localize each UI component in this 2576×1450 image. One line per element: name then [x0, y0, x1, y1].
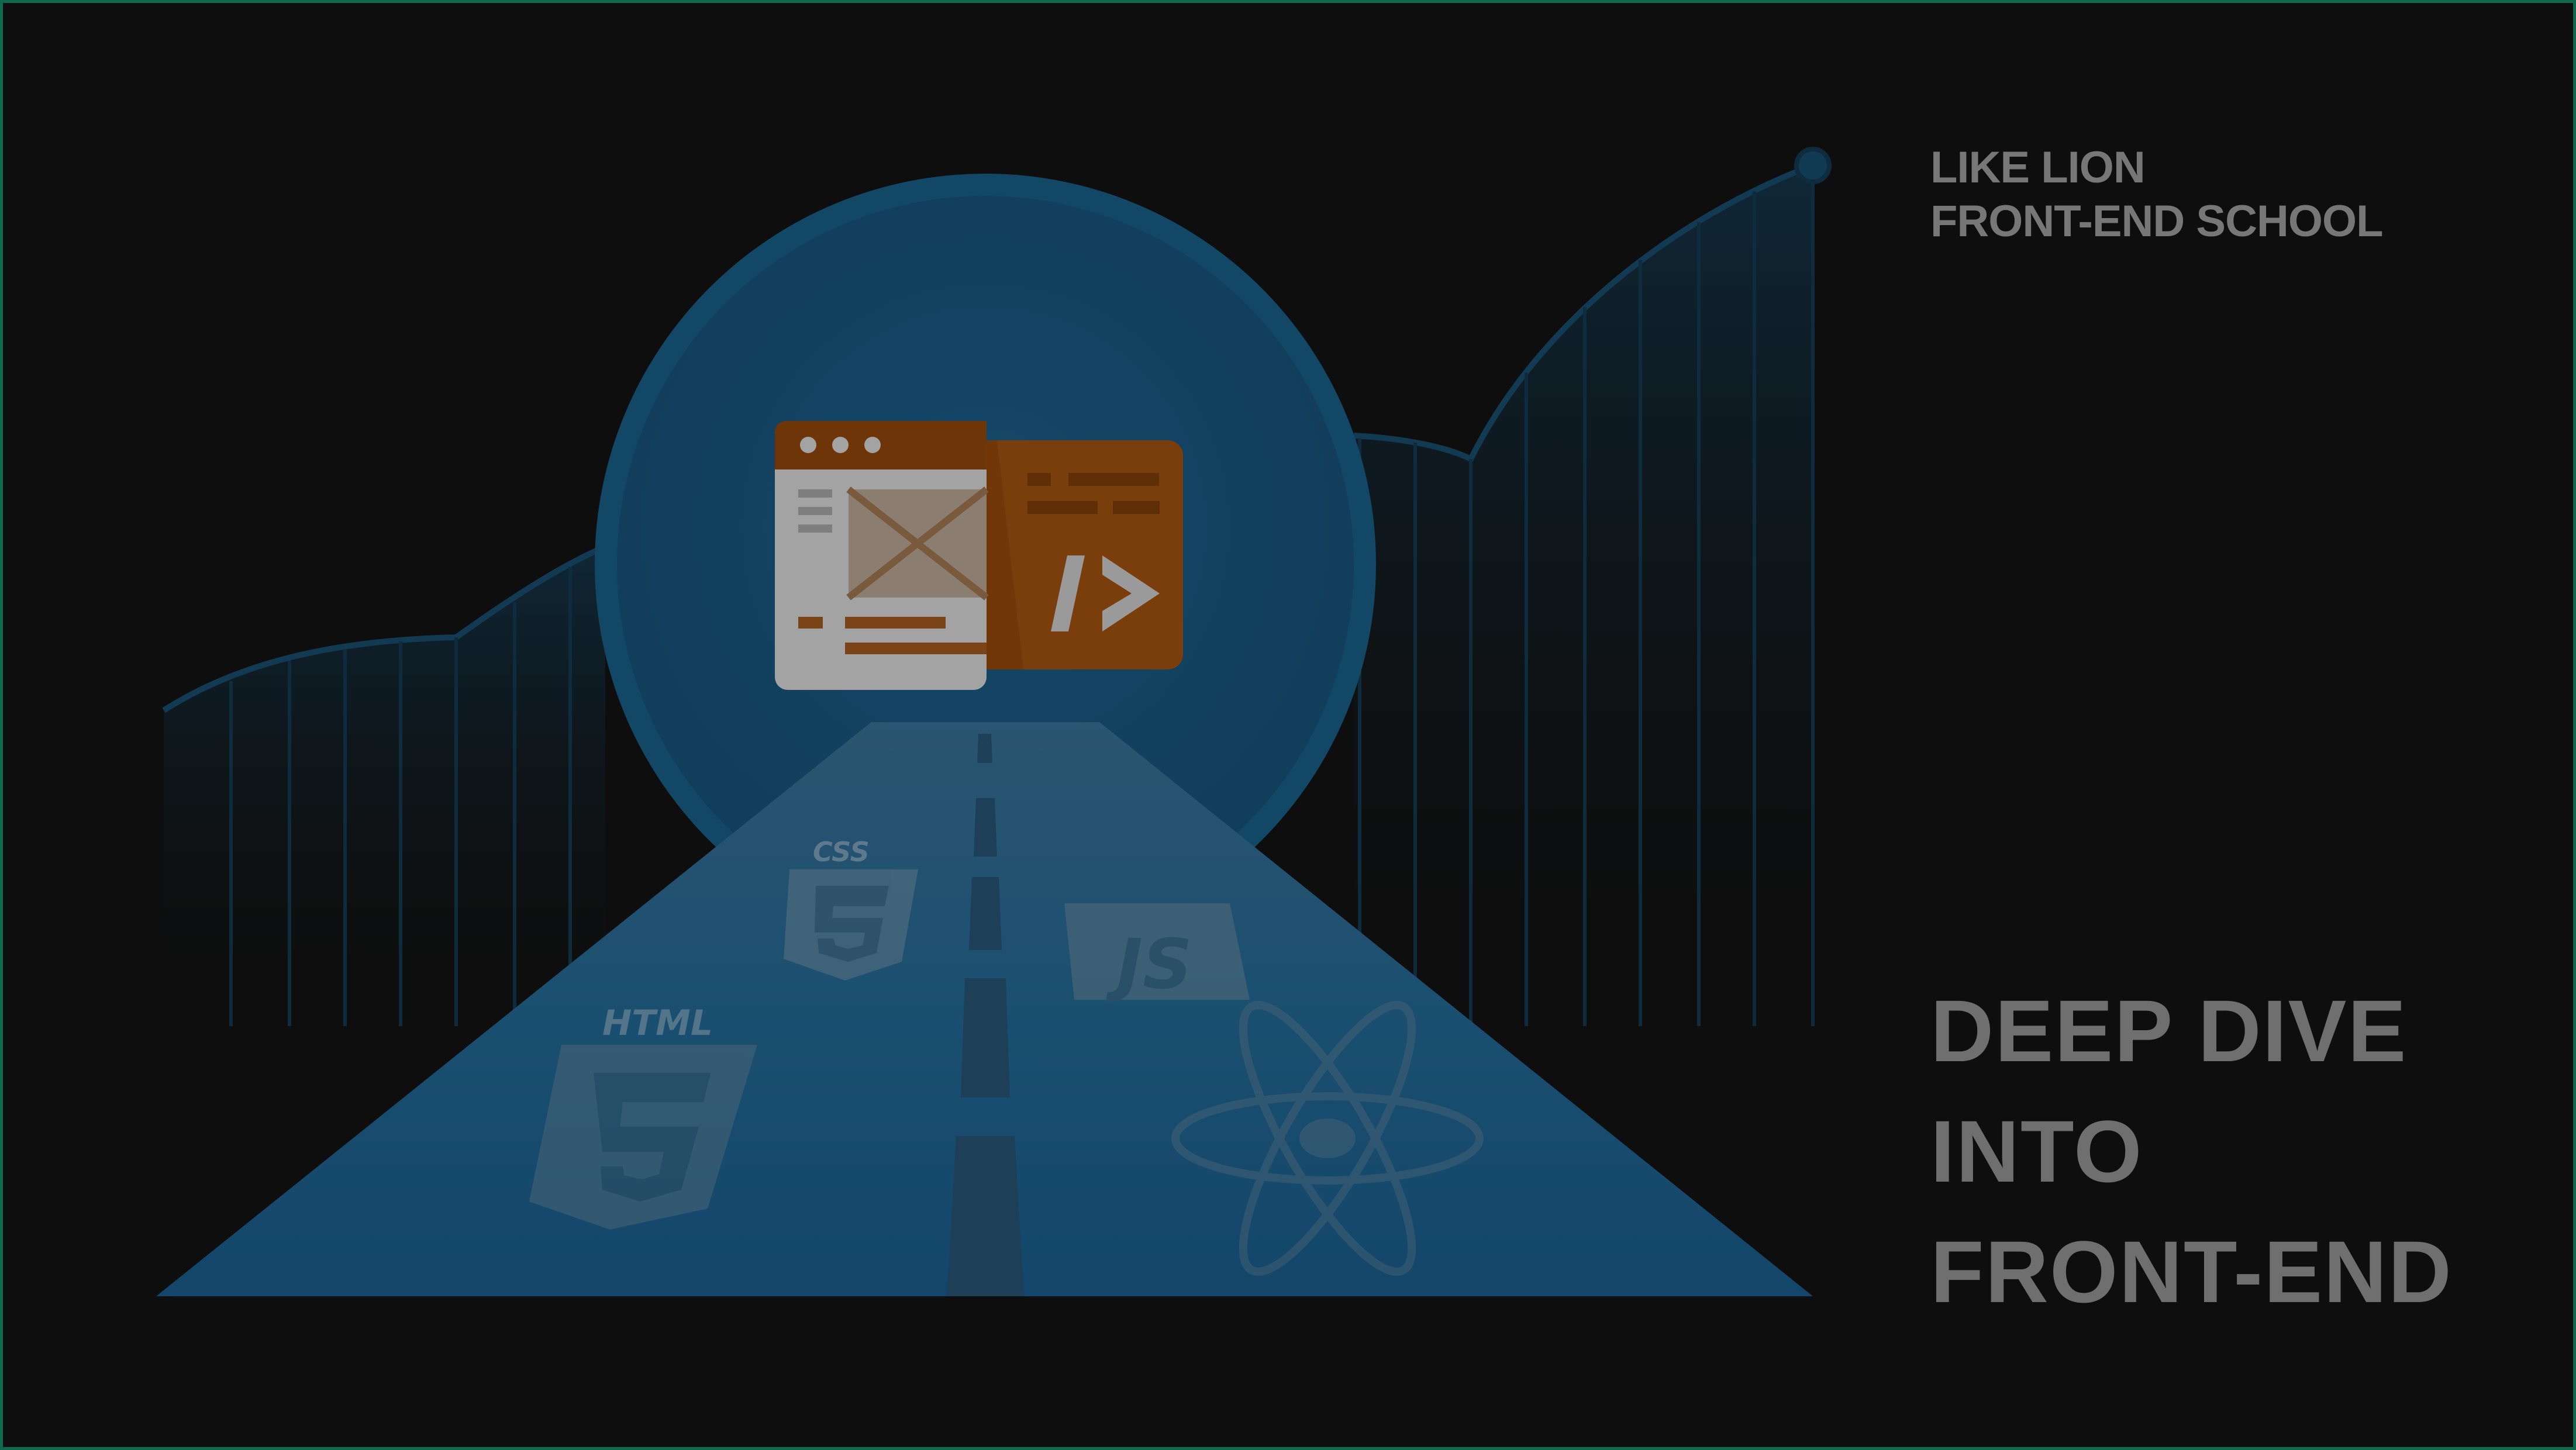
javascript-icon: JS [1064, 903, 1250, 1004]
react-icon [1171, 1000, 1484, 1276]
brand-name: LIKE LION FRONT-END SCHOOL [1930, 141, 2384, 248]
illustration: CSS HTML JS [156, 147, 1832, 1296]
css-badge-label: CSS [813, 836, 870, 868]
html5-icon: HTML [529, 1003, 757, 1230]
brand-line-1: LIKE LION [1930, 143, 2146, 192]
css3-icon: CSS [784, 836, 918, 981]
chart-endpoint-dot [1794, 147, 1832, 184]
brand-line-2: FRONT-END SCHOOL [1930, 196, 2384, 246]
html-badge-label: HTML [602, 1003, 713, 1044]
headline: DEEP DIVE INTO FRONT-END [1930, 971, 2453, 1332]
headline-line-1: DEEP DIVE [1930, 982, 2408, 1080]
headline-line-2: INTO [1930, 1102, 2143, 1200]
js-badge-label: JS [1105, 924, 1192, 1004]
browser-window-icon [775, 421, 989, 690]
headline-line-3: FRONT-END [1930, 1223, 2453, 1321]
code-panel-icon [968, 440, 1183, 669]
growth-chart-decoration [162, 147, 1832, 1026]
